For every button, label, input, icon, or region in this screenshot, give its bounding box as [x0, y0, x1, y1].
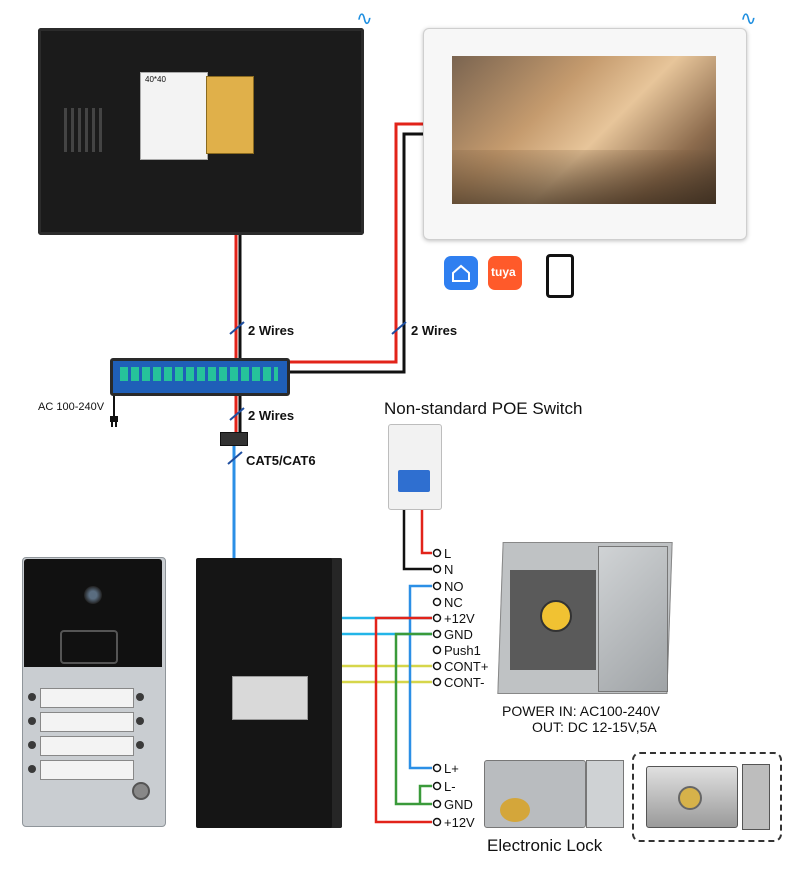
- lock-photo-frame: [632, 752, 782, 842]
- back-box-label: [232, 676, 308, 720]
- sticker-text: 40*40: [145, 75, 166, 84]
- lock-coil: [500, 798, 530, 822]
- button-dot: [28, 741, 36, 749]
- switch-ports: [120, 367, 250, 381]
- terminal-label: CONT-: [444, 675, 485, 690]
- button-dot: [136, 693, 144, 701]
- cable-marks: [227, 321, 407, 465]
- button-dot: [28, 717, 36, 725]
- lock-terminal-label: L+: [444, 761, 459, 776]
- card-reader-icon: [60, 630, 118, 664]
- lock-terminal-markers: [432, 763, 442, 827]
- electronic-lock-open: [484, 760, 586, 828]
- wire-green-lminus: [418, 784, 432, 804]
- switch-uplink-ports: [252, 367, 278, 381]
- tuya-logo-text: tuya: [491, 265, 516, 279]
- monitor-terminal-board: [206, 76, 254, 154]
- wire-red-monitor-front: [284, 122, 425, 364]
- terminal-label: L: [444, 546, 452, 561]
- terminal-label: NC: [444, 595, 463, 610]
- lock-terminal-label: GND: [444, 797, 473, 812]
- button-dot: [136, 741, 144, 749]
- speaker-grille: [64, 108, 104, 152]
- terminal-label: +12V: [444, 611, 475, 626]
- phone-icon: [546, 254, 574, 298]
- home-app-icon: [444, 256, 478, 290]
- wire-black-monitor-front: [284, 132, 425, 374]
- wifi-icon: ∿: [356, 8, 373, 30]
- lock-strike-plate: [742, 764, 770, 830]
- cable-connector: [220, 432, 248, 446]
- poe-switch-title: Non-standard POE Switch: [384, 399, 583, 418]
- call-button: [40, 688, 134, 708]
- call-button: [40, 736, 134, 756]
- monitor-screen-shade: [452, 150, 716, 204]
- power-in-label: POWER IN: AC100-240V: [502, 703, 660, 719]
- wires-label-switch-out: 2 Wires: [248, 408, 295, 423]
- lock-bolt: [586, 760, 624, 828]
- button-dot: [28, 765, 36, 773]
- call-button: [40, 712, 134, 732]
- circuit-breaker: [388, 424, 442, 510]
- power-supply-cover: [598, 546, 668, 692]
- tuya-app-icon: tuya: [488, 256, 522, 290]
- wire-black-breaker-N: [402, 506, 432, 571]
- wire-red-breaker-L: [420, 506, 432, 555]
- wires-label-monitor-back: 2 Wires: [248, 323, 295, 338]
- electronic-lock-title: Electronic Lock: [487, 836, 603, 855]
- terminal-label: CONT+: [444, 659, 489, 674]
- cat-cable-label: CAT5/CAT6: [246, 453, 316, 468]
- power-supply-capacitor: [540, 600, 572, 632]
- wires-label-monitor-front: 2 Wires: [411, 323, 458, 338]
- wire-green-gnd-lock: [394, 632, 432, 806]
- breaker-lever: [398, 470, 430, 492]
- camera-lens-icon: [84, 586, 102, 604]
- power-out-label: OUT: DC 12-15V,5A: [532, 719, 657, 735]
- lock-terminal-label: +12V: [444, 815, 475, 830]
- call-button: [40, 760, 134, 780]
- psu-terminal-markers: [432, 548, 442, 687]
- button-dot: [28, 693, 36, 701]
- terminal-label: Push1: [444, 643, 481, 658]
- lock-terminal-label: L-: [444, 779, 456, 794]
- plug-icon: [110, 416, 118, 427]
- lock-cylinder-icon: [678, 786, 702, 810]
- wire-red-12v-lock: [374, 616, 432, 824]
- wire-blue-no-lplus: [408, 584, 432, 770]
- door-station-camera-area: [24, 559, 162, 667]
- wifi-icon: ∿: [740, 8, 757, 30]
- electronic-lock-closed: [646, 766, 738, 828]
- monitor-wiring-sticker: 40*40: [140, 72, 208, 160]
- terminal-label: NO: [444, 579, 464, 594]
- terminal-label: GND: [444, 627, 473, 642]
- ac-input-label: AC 100-240V: [38, 401, 105, 413]
- terminal-label: N: [444, 562, 454, 577]
- button-dot: [136, 717, 144, 725]
- bell-button: [132, 782, 150, 800]
